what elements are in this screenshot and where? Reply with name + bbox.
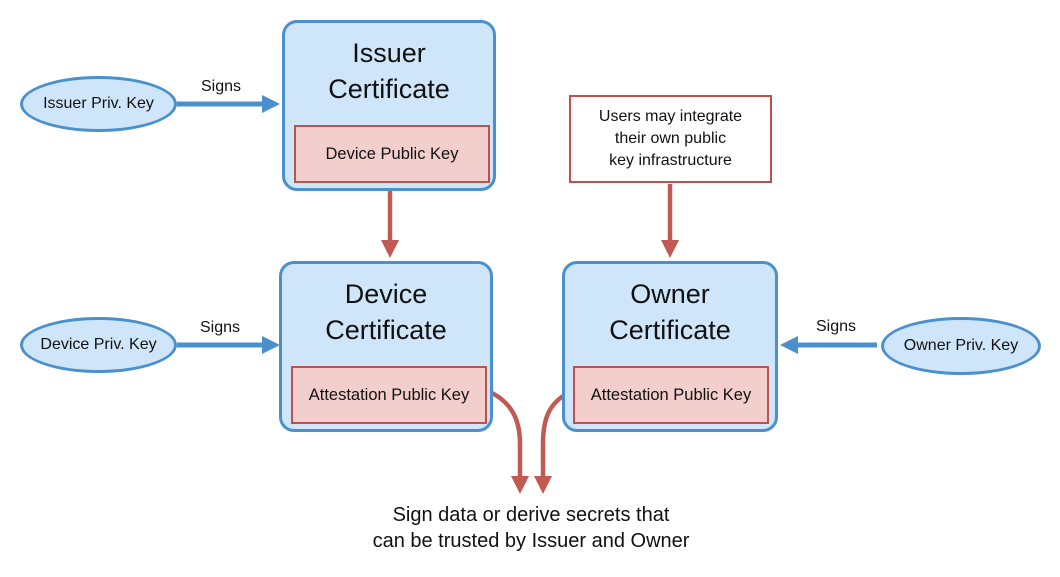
- device-attestation-public-key-label: Attestation Public Key: [308, 385, 470, 404]
- issuer-private-key-node: Issuer Priv. Key: [20, 76, 177, 132]
- device-private-key-node: Device Priv. Key: [20, 317, 177, 373]
- device-certificate-title: Device Certificate: [325, 279, 447, 345]
- pki-note-text: Users may integrate their own public key…: [598, 108, 743, 169]
- owner-private-key-node: Owner Priv. Key: [881, 317, 1041, 375]
- owner-signs-label: Signs: [816, 318, 857, 335]
- owner-certificate-title: Owner Certificate: [609, 279, 731, 345]
- owner-attestation-public-key-label: Attestation Public Key: [590, 385, 752, 404]
- pki-note-box: Users may integrate their own public key…: [569, 95, 772, 183]
- device-signs-label: Signs: [200, 319, 241, 336]
- owner-private-key-label: Owner Priv. Key: [903, 337, 1019, 354]
- device-public-key-label: Device Public Key: [325, 144, 459, 163]
- issuer-signs-label: Signs: [201, 78, 242, 95]
- device-private-key-label: Device Priv. Key: [40, 336, 157, 353]
- device-public-key-box: Device Public Key: [294, 125, 490, 183]
- owner-attestation-public-key-box: Attestation Public Key: [573, 366, 769, 424]
- issuer-private-key-label: Issuer Priv. Key: [43, 95, 154, 112]
- diagram-caption: Sign data or derive secrets that can be …: [372, 504, 690, 552]
- device-attestation-public-key-box: Attestation Public Key: [291, 366, 487, 424]
- issuer-certificate-title: Issuer Certificate: [328, 38, 450, 104]
- owner-certificate-node: Owner Certificate Attestation Public Key: [562, 261, 778, 432]
- issuer-certificate-node: Issuer Certificate Device Public Key: [282, 20, 496, 191]
- device-certificate-node: Device Certificate Attestation Public Ke…: [279, 261, 493, 432]
